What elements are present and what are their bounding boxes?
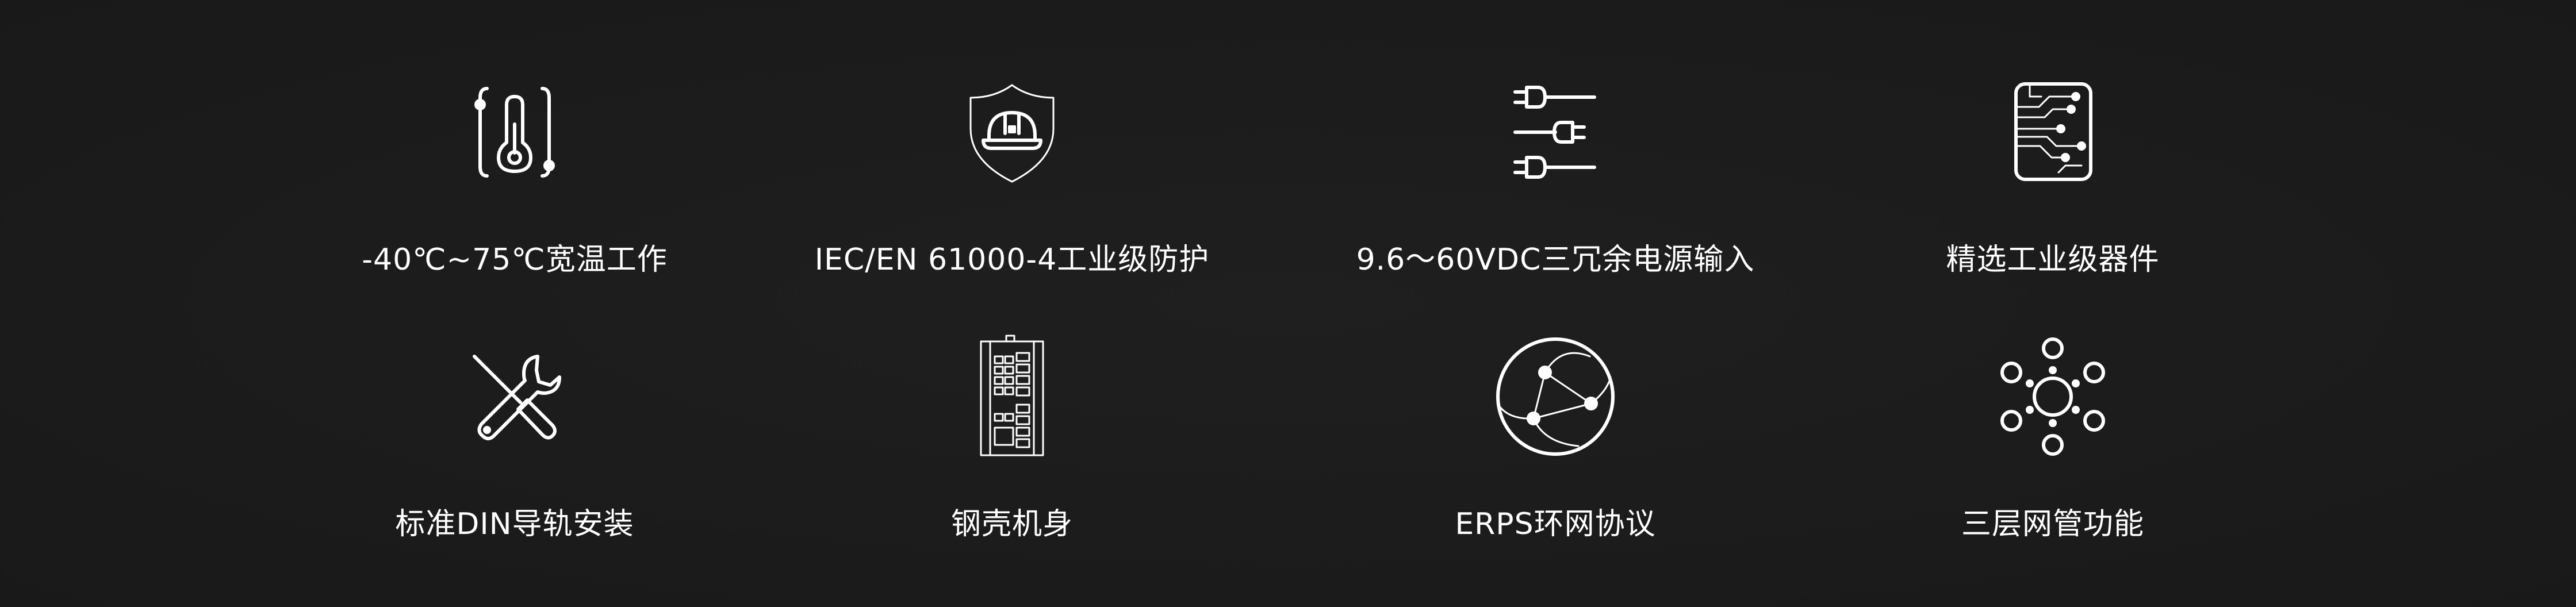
feature-industrial-protection: IEC/EN 61000-4工业级防护 <box>811 69 1213 310</box>
network-nodes-icon <box>1989 333 2116 460</box>
feature-label: 三层网管功能 <box>1961 507 2144 541</box>
thermometer-icon <box>451 69 578 195</box>
feature-label: 标准DIN导轨安装 <box>395 507 634 541</box>
power-plugs-icon <box>1492 69 1619 195</box>
shield-helmet-icon <box>949 69 1075 195</box>
feature-erps-ring: ERPS环网协议 <box>1354 333 1757 575</box>
feature-wide-temperature: -40℃~75℃宽温工作 <box>313 69 716 310</box>
feature-industrial-components: 精选工业级器件 <box>1851 69 2254 310</box>
feature-l3-management: 三层网管功能 <box>1851 333 2254 575</box>
feature-label: 9.6～60VDC三冗余电源输入 <box>1356 243 1755 277</box>
wrench-screwdriver-icon <box>451 333 578 460</box>
circuit-chip-icon <box>1989 69 2116 195</box>
feature-label: IEC/EN 61000-4工业级防护 <box>814 243 1210 277</box>
feature-steel-housing: 钢壳机身 <box>811 333 1213 575</box>
feature-label: 精选工业级器件 <box>1946 243 2160 277</box>
switch-device-icon <box>949 333 1075 460</box>
feature-label: ERPS环网协议 <box>1455 507 1656 541</box>
feature-din-rail-mount: 标准DIN导轨安装 <box>313 333 716 575</box>
feature-label: -40℃~75℃宽温工作 <box>362 243 668 277</box>
feature-redundant-power: 9.6～60VDC三冗余电源输入 <box>1354 69 1757 310</box>
feature-label: 钢壳机身 <box>950 507 1073 541</box>
globe-network-icon <box>1492 333 1619 460</box>
